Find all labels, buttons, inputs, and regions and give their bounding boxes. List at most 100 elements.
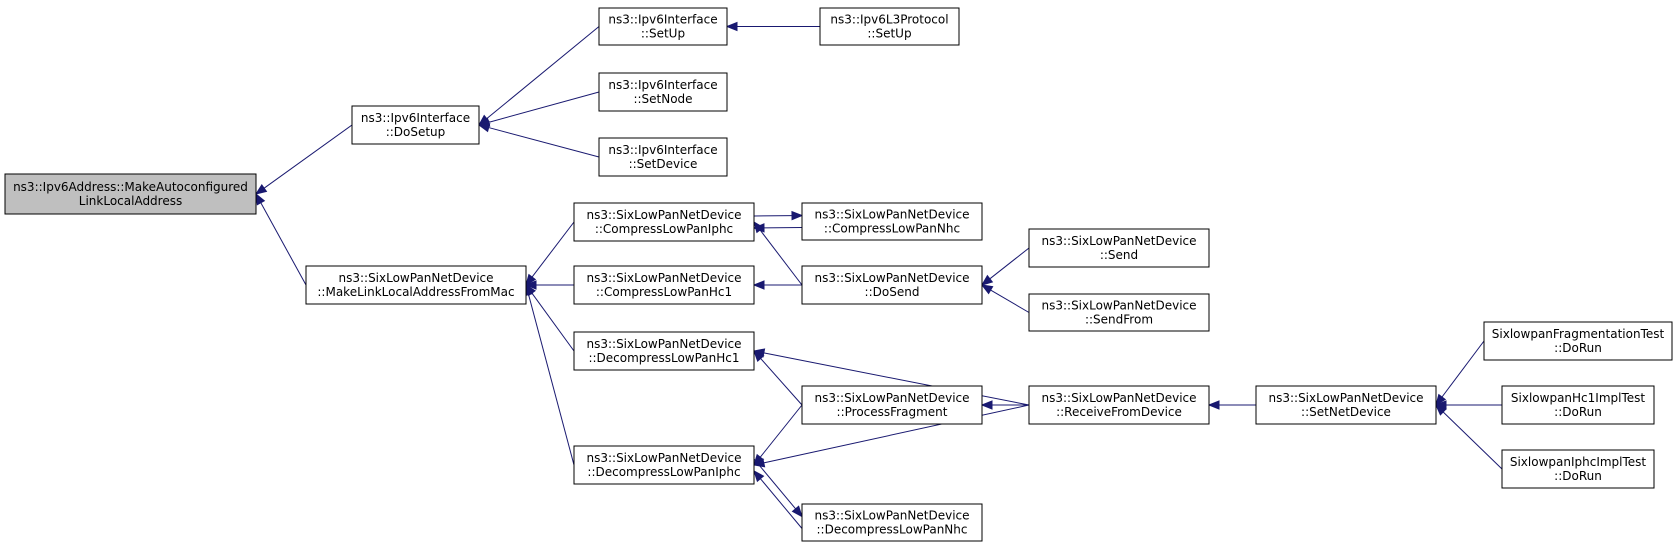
arrowhead-icon bbox=[980, 284, 994, 295]
call-edge-setnode-to-dosetup bbox=[477, 91, 600, 127]
node-box bbox=[573, 202, 755, 242]
node-label-line: ::SetNetDevice bbox=[1301, 405, 1391, 419]
node-label-line: ns3::SixLowPanNetDevice bbox=[586, 208, 741, 222]
function-node-clhc1[interactable]: ns3::SixLowPanNetDevice::CompressLowPanH… bbox=[573, 265, 755, 305]
arrowhead-icon bbox=[753, 220, 765, 234]
function-node-recv[interactable]: ns3::SixLowPanNetDevice::ReceiveFromDevi… bbox=[1028, 385, 1210, 425]
function-node-setnet[interactable]: ns3::SixLowPanNetDevice::SetNetDevice bbox=[1255, 385, 1437, 425]
node-label-line: ns3::Ipv6Address::MakeAutoconfigured bbox=[13, 180, 248, 194]
function-node-hc1test[interactable]: SixlowpanHc1ImplTest::DoRun bbox=[1501, 385, 1655, 425]
arrowhead-icon bbox=[980, 274, 994, 286]
node-label-line: ::ReceiveFromDevice bbox=[1056, 405, 1182, 419]
node-label-line: ns3::Ipv6Interface bbox=[608, 78, 717, 92]
call-edge-setdev-to-dosetup bbox=[477, 123, 600, 158]
node-box bbox=[801, 202, 983, 241]
node-label-line: ns3::Ipv6Interface bbox=[361, 111, 470, 125]
edge-line bbox=[1441, 340, 1485, 398]
arrowhead-icon bbox=[524, 280, 537, 290]
node-label-line: ::DoRun bbox=[1554, 469, 1602, 483]
edge-line bbox=[528, 294, 575, 466]
node-label-line: ::Send bbox=[1100, 248, 1138, 262]
node-box bbox=[305, 265, 527, 305]
arrowhead-icon bbox=[791, 210, 804, 221]
call-edge-procfrag-to-dlhc1 bbox=[753, 349, 803, 406]
edge-line bbox=[1442, 411, 1503, 470]
node-label-line: ::DecompressLowPanIphc bbox=[587, 465, 740, 479]
node-label-line: ns3::SixLowPanNetDevice bbox=[338, 271, 493, 285]
edge-line bbox=[989, 247, 1030, 280]
function-node-mklla[interactable]: ns3::SixLowPanNetDevice::MakeLinkLocalAd… bbox=[305, 265, 527, 305]
node-box bbox=[1483, 321, 1673, 361]
node-label-line: ns3::SixLowPanNetDevice bbox=[814, 208, 969, 222]
arrowhead-icon bbox=[1435, 404, 1447, 416]
function-node-clnhc[interactable]: ns3::SixLowPanNetDevice::CompressLowPanN… bbox=[801, 202, 983, 241]
call-edge-dliphc-to-dlnhc bbox=[753, 458, 803, 518]
edge-line bbox=[760, 478, 803, 529]
call-edge-mklla-to-root bbox=[255, 192, 307, 286]
edge-line bbox=[486, 26, 600, 120]
node-label-line: ns3::SixLowPanNetDevice bbox=[1268, 391, 1423, 405]
node-label-line: ns3::SixLowPanNetDevice bbox=[1041, 299, 1196, 313]
node-label-line: ns3::Ipv6Interface bbox=[608, 143, 717, 157]
node-label-line: ::SetUp bbox=[867, 27, 911, 41]
call-edge-setup-to-dosetup bbox=[477, 26, 600, 126]
node-label-line: ns3::SixLowPanNetDevice bbox=[586, 451, 741, 465]
node-label-line: ::DecompressLowPanHc1 bbox=[588, 351, 739, 365]
function-node-setdev[interactable]: ns3::Ipv6Interface::SetDevice bbox=[598, 137, 728, 177]
call-edge-hc1test-to-setnet bbox=[1434, 400, 1502, 410]
arrowhead-icon bbox=[725, 21, 738, 32]
function-node-iphctest[interactable]: SixlowpanIphcImplTest::DoRun bbox=[1501, 449, 1655, 489]
edge-line bbox=[488, 127, 600, 158]
function-node-dlhc1[interactable]: ns3::SixLowPanNetDevice::DecompressLowPa… bbox=[573, 331, 755, 371]
edge-line bbox=[488, 91, 600, 123]
edge-line bbox=[990, 289, 1030, 313]
node-box bbox=[1028, 228, 1210, 268]
function-node-setup[interactable]: ns3::Ipv6Interface::SetUp bbox=[598, 7, 728, 46]
function-node-procfrag[interactable]: ns3::SixLowPanNetDevice::ProcessFragment bbox=[801, 385, 983, 425]
function-node-dosetup[interactable]: ns3::Ipv6Interface::DoSetup bbox=[351, 105, 480, 145]
function-node-dliphc[interactable]: ns3::SixLowPanNetDevice::DecompressLowPa… bbox=[573, 445, 755, 485]
node-box bbox=[4, 173, 257, 215]
call-edge-recv-to-dliphc bbox=[752, 404, 1030, 468]
node-box bbox=[801, 503, 983, 542]
node-label-line: ::CompressLowPanHc1 bbox=[596, 285, 732, 299]
node-label-line: ns3::SixLowPanNetDevice bbox=[814, 391, 969, 405]
node-box bbox=[598, 7, 728, 46]
call-edge-l3setup-to-setup bbox=[725, 21, 820, 32]
function-node-dosend[interactable]: ns3::SixLowPanNetDevice::DoSend bbox=[801, 265, 983, 305]
function-node-cliphc[interactable]: ns3::SixLowPanNetDevice::CompressLowPanI… bbox=[573, 202, 755, 242]
call-edge-cliphc-to-clnhc bbox=[753, 210, 804, 221]
function-node-l3setup[interactable]: ns3::Ipv6L3Protocol::SetUp bbox=[819, 7, 960, 46]
node-label-line: ns3::SixLowPanNetDevice bbox=[814, 509, 969, 523]
arrowhead-icon bbox=[254, 184, 268, 195]
edge-layer bbox=[254, 21, 1503, 529]
node-box bbox=[801, 265, 983, 305]
node-label-line: ::MakeLinkLocalAddressFromMac bbox=[317, 285, 514, 299]
call-edge-iphctest-to-setnet bbox=[1435, 404, 1503, 470]
call-edge-dliphc-to-mklla bbox=[524, 283, 575, 466]
function-node-fragtest[interactable]: SixlowpanFragmentationTest::DoRun bbox=[1483, 321, 1673, 361]
node-label-line: ::DoRun bbox=[1554, 341, 1602, 355]
node-label-line: ::CompressLowPanIphc bbox=[595, 222, 733, 236]
edge-line bbox=[763, 404, 1030, 464]
arrowhead-icon bbox=[477, 123, 491, 133]
edge-line bbox=[763, 352, 1030, 406]
node-label-line: ::ProcessFragment bbox=[837, 405, 948, 419]
node-label-line: ::SetNode bbox=[633, 92, 692, 106]
node-label-line: SixlowpanIphcImplTest bbox=[1510, 455, 1647, 469]
edge-line bbox=[260, 202, 307, 286]
node-box bbox=[598, 72, 728, 112]
function-node-dlnhc[interactable]: ns3::SixLowPanNetDevice::DecompressLowPa… bbox=[801, 503, 983, 542]
call-edge-clhc1-to-mklla bbox=[524, 280, 574, 290]
function-node-sendfrom[interactable]: ns3::SixLowPanNetDevice::SendFrom bbox=[1028, 293, 1210, 332]
node-box bbox=[573, 265, 755, 305]
call-edge-dlhc1-to-mklla bbox=[525, 283, 575, 352]
arrowhead-icon bbox=[753, 349, 765, 362]
call-edge-send-to-dosend bbox=[980, 247, 1030, 286]
edge-line bbox=[759, 404, 803, 458]
arrowhead-icon bbox=[791, 505, 803, 518]
node-label-line: ns3::Ipv6L3Protocol bbox=[830, 13, 948, 27]
function-node-setnode[interactable]: ns3::Ipv6Interface::SetNode bbox=[598, 72, 728, 112]
function-node-send[interactable]: ns3::SixLowPanNetDevice::Send bbox=[1028, 228, 1210, 268]
